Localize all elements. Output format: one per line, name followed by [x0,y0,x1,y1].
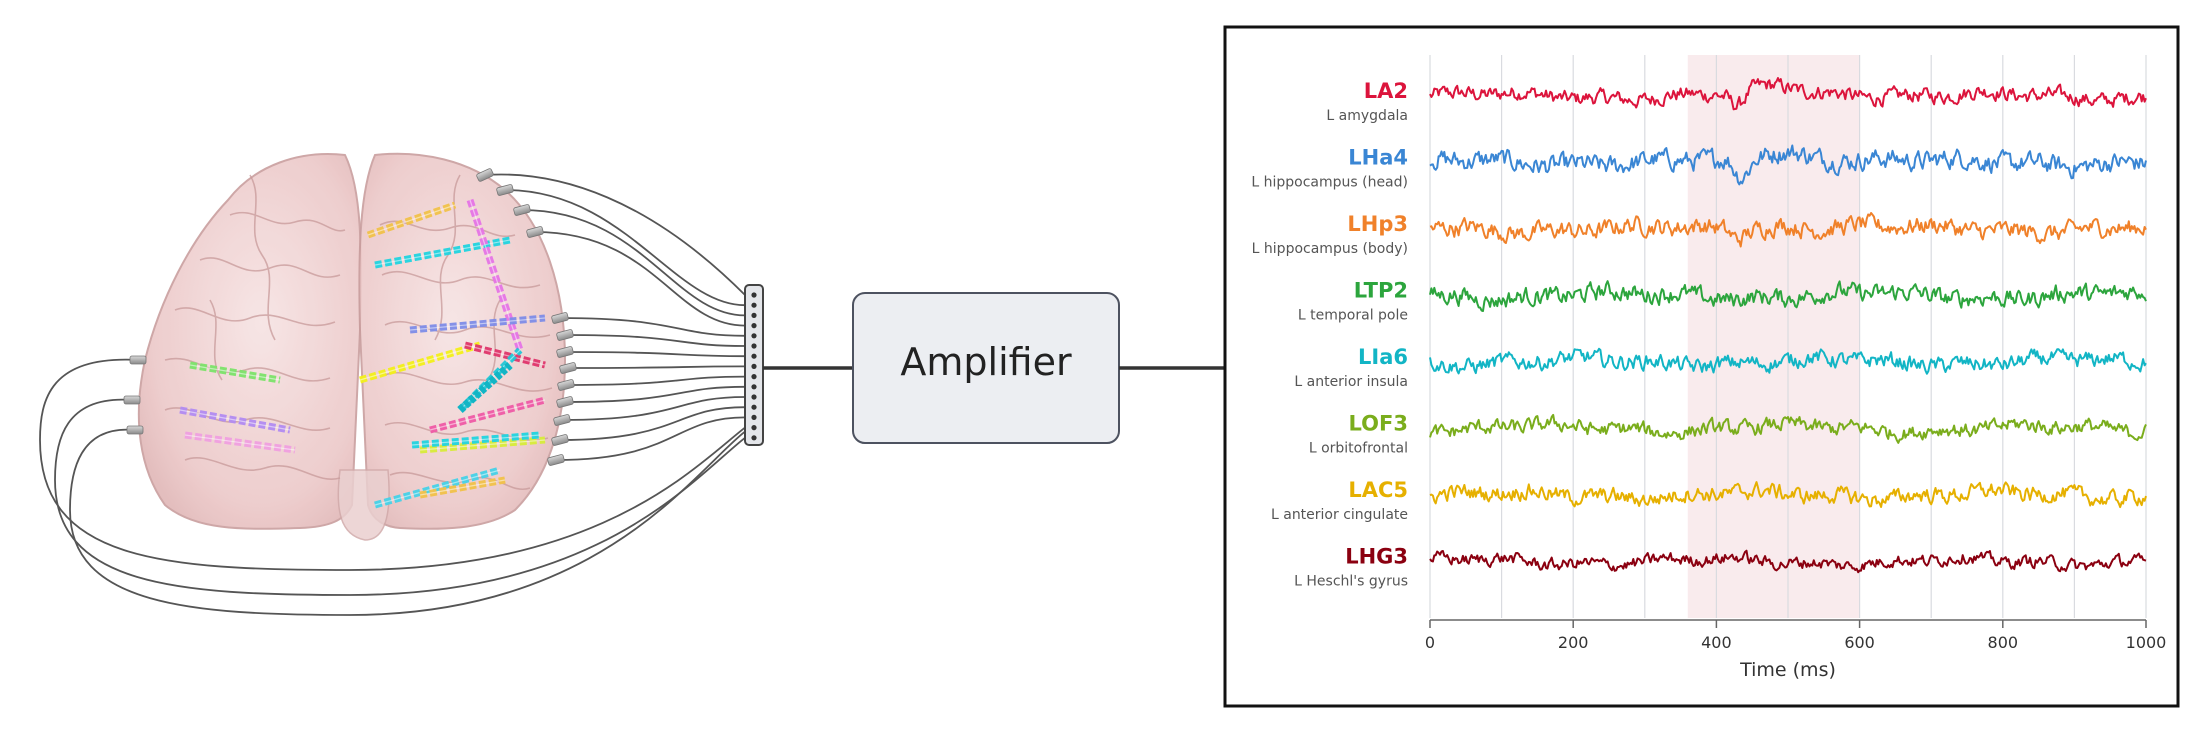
connector-port [751,312,757,318]
trace-lha4 [1429,144,2147,186]
connector-port [751,333,757,339]
wire [561,396,746,421]
x-tick-label: 400 [1701,633,1732,652]
wire [564,334,746,347]
x-tick-label: 1000 [2126,633,2167,652]
x-axis: 0 200 400 600 800 1000 [1425,619,2167,652]
wire [559,317,746,337]
connector-pin [496,184,514,196]
connector-pin [556,329,574,341]
connector-port [751,353,757,359]
channel-region: L hippocampus (body) [1252,241,1408,257]
brainstem [337,469,390,541]
connector-port [751,414,757,420]
connector-block [744,284,764,446]
channel-region: L amygdala [1326,108,1408,124]
connector-pin [126,425,144,435]
electrode-shaft [457,362,513,413]
trace-lhg3 [1429,549,2147,574]
connector-port [751,363,757,369]
connector-pin [557,379,575,391]
brain-illustration [137,152,567,541]
connector-port [751,302,757,308]
wire [504,189,746,307]
channel-name: LHG3 [1345,545,1408,569]
wire [484,173,746,296]
wire [39,358,746,571]
connector-pin [559,362,577,374]
channel-name: LTP2 [1354,279,1408,303]
trace-la2 [1429,77,2147,111]
wire [555,416,746,461]
left-hemisphere [137,153,362,530]
connector-pin [513,204,531,216]
connector-pin [526,226,544,238]
wire [559,406,746,441]
channel-name: LHa4 [1348,146,1408,170]
connector-port [751,323,757,329]
channel-region: L hippocampus (head) [1251,175,1408,191]
channel-name: LHp3 [1347,212,1408,236]
x-tick-label: 200 [1558,633,1589,652]
channel-name: LIa6 [1358,345,1408,369]
connector-port [751,404,757,410]
connector-pin [551,312,569,324]
wire [534,231,746,327]
wire [567,365,746,369]
connector-port [751,374,757,380]
connector-pin [553,414,571,426]
amplifier-label: Amplifier [900,340,1072,384]
channel-region: L orbitofrontal [1309,441,1408,457]
traces [1429,77,2147,574]
connector-port [751,425,757,431]
trace-lof3 [1429,413,2147,444]
channel-name: LAC5 [1348,478,1408,502]
electrode-wires [39,173,746,616]
trace-lhp3 [1429,212,2147,248]
connector-pin [556,396,574,408]
connector-port [751,394,757,400]
trace-lia6 [1429,347,2147,375]
trace-ltp2 [1429,280,2147,312]
wire [564,351,746,358]
channel-region: L Heschl's gyrus [1294,574,1408,590]
wire [69,428,746,616]
wire [521,209,746,317]
wire [564,385,746,403]
connector-pin [556,346,574,358]
connector-pin [551,434,569,446]
channel-region: L anterior insula [1294,374,1408,390]
channel-region: L anterior cingulate [1271,507,1408,523]
electrode-connectors [123,168,577,466]
connector-pin [547,454,565,466]
wire [565,375,746,386]
connector-pin [129,355,147,365]
wire [54,398,746,596]
trace-lac5 [1429,481,2147,509]
event-highlight-window [1687,55,1860,618]
x-tick-label: 0 [1425,633,1435,652]
channel-region: L temporal pole [1298,308,1408,324]
x-axis-label: Time (ms) [1739,659,1836,681]
connector-port [751,343,757,349]
connector-port [751,384,757,390]
gyri-folds [164,174,553,491]
connector-port [751,292,757,298]
x-tick-label: 600 [1844,633,1875,652]
connector-port [751,435,757,441]
depth-electrodes [179,198,546,509]
channel-name: LOF3 [1349,412,1408,436]
connector-pin [476,168,494,182]
connector-pin [123,395,141,405]
channel-name: LA2 [1364,79,1408,103]
x-tick-label: 800 [1988,633,2019,652]
gridlines [1429,55,2147,618]
amplifier-box: Amplifier [852,292,1120,444]
